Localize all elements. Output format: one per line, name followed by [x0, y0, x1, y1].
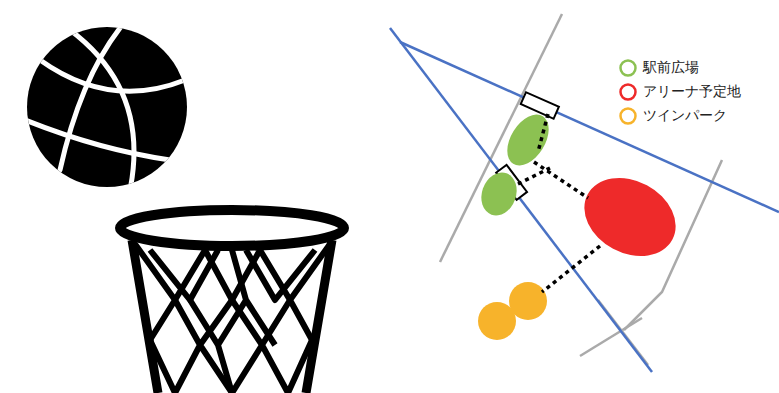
legend-row: アリーナ予定地 [618, 80, 741, 104]
legend: 駅前広場アリーナ予定地ツインパーク [618, 56, 741, 128]
legend-row: ツインパーク [618, 104, 741, 128]
basketball-hoop [120, 210, 344, 393]
legend-text: 駅前広場 [643, 59, 699, 77]
legend-text: ツインパーク [643, 107, 727, 125]
basketball [25, 27, 187, 190]
legend-swatch [618, 82, 638, 102]
area-shapes [476, 107, 690, 340]
legend-text: アリーナ予定地 [643, 83, 741, 101]
dotted-links [518, 114, 600, 292]
legend-swatch [618, 58, 638, 78]
road-lines [440, 14, 722, 365]
legend-row: 駅前広場 [618, 56, 741, 80]
legend-swatch [618, 106, 638, 126]
rail-lines [390, 28, 779, 372]
